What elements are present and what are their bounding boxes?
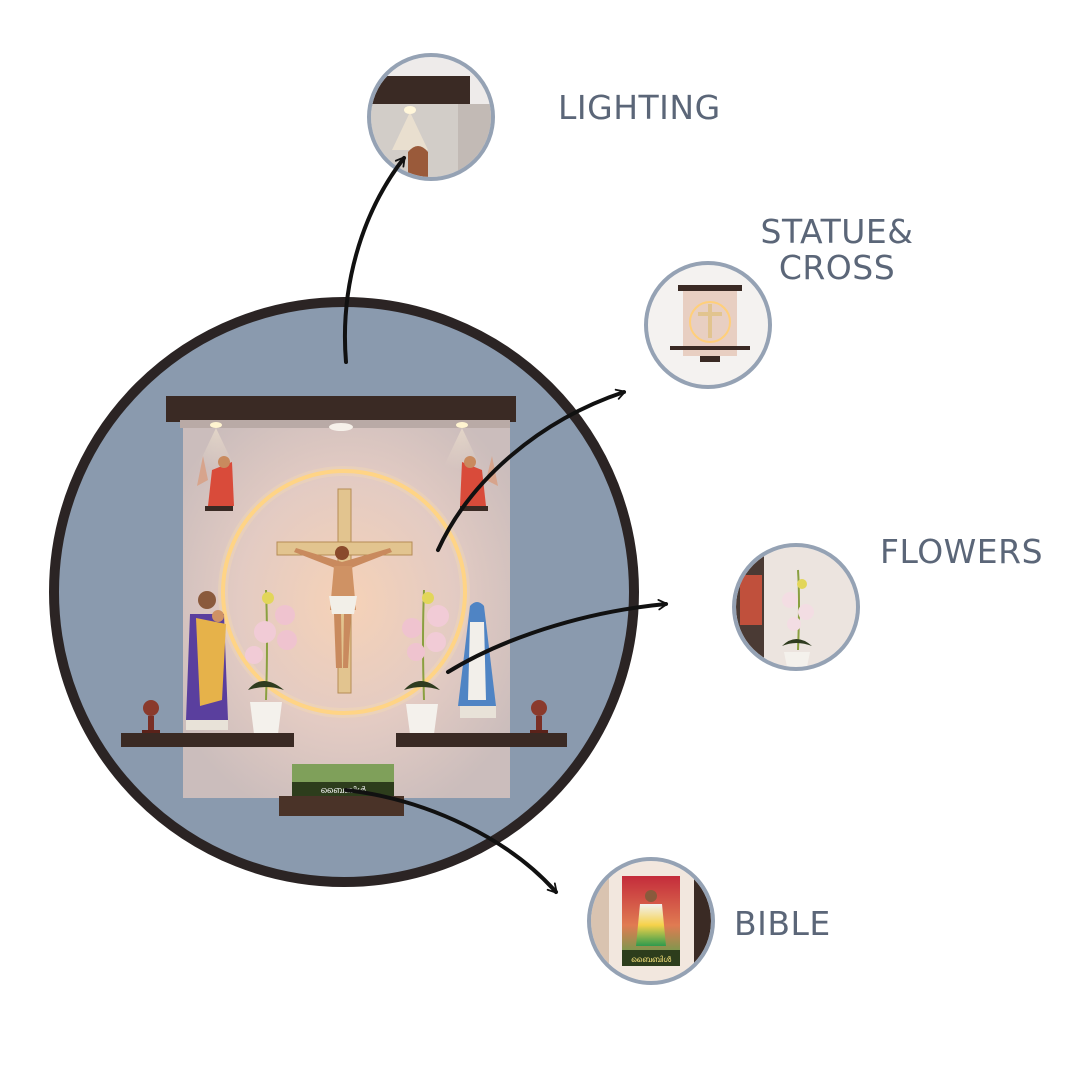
shelf-right	[396, 733, 567, 747]
statue-cross-label-line1: STATUE&	[760, 212, 914, 251]
bible-spine-text: ബൈബിൾ	[320, 785, 366, 796]
lighting-label: LIGHTING	[558, 88, 721, 127]
orchid-plant-left	[245, 589, 297, 734]
bible-book: ബൈബിൾ	[292, 764, 394, 796]
bible-label: BIBLE	[734, 904, 831, 943]
prayer-altar: ബൈബിൾ	[121, 396, 567, 816]
shelf-left	[121, 733, 294, 747]
lighting-thumbnail	[367, 53, 495, 181]
statue-cross-thumbnail	[644, 261, 772, 389]
flowers-label: FLOWERS	[880, 532, 1044, 571]
arrow-to-statue-cross	[436, 388, 627, 552]
bible-thumbnail: ബൈബിൾ	[587, 857, 715, 985]
statue-cross-label: STATUE& CROSS	[754, 212, 920, 288]
arrow-to-flowers	[446, 598, 669, 674]
oil-lamp-left	[142, 700, 160, 735]
saint-joseph-statue	[186, 591, 228, 730]
statue-cross-label-line2: CROSS	[778, 248, 896, 288]
callout-arrows	[342, 156, 669, 894]
oil-lamp-right	[530, 700, 548, 735]
led-halo-ring	[221, 469, 467, 715]
svg-text:ബൈബിൾ: ബൈബിൾ	[631, 955, 672, 964]
angel-statue-left	[197, 456, 234, 511]
altar-canopy	[166, 396, 516, 422]
shelf-bottom	[279, 796, 404, 816]
orchid-plant-right	[402, 589, 449, 734]
arrow-to-lighting	[342, 156, 406, 364]
crucifix	[276, 488, 413, 694]
arrow-to-bible	[344, 788, 558, 894]
flowers-thumbnail	[732, 543, 860, 671]
